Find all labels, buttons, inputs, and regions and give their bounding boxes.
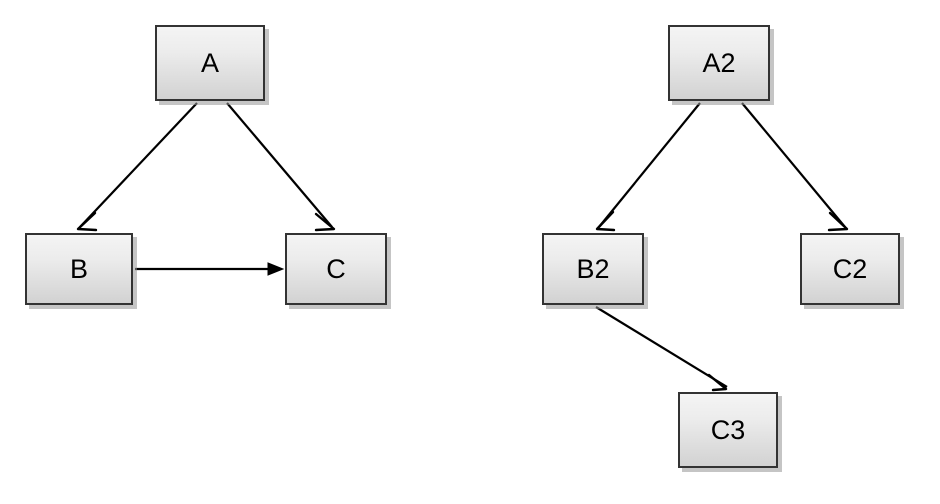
node-c-label: C: [326, 253, 346, 284]
node-c2[interactable]: C2: [800, 233, 900, 305]
edge-a2-to-c2-arrowhead: [827, 211, 849, 232]
node-c3[interactable]: C3: [678, 392, 778, 468]
edge-a2-to-b2-line: [598, 102, 701, 228]
node-c[interactable]: C: [285, 233, 387, 305]
node-b2[interactable]: B2: [542, 233, 644, 305]
node-b[interactable]: B: [25, 233, 133, 305]
edge-a-to-b[interactable]: [76, 102, 198, 232]
edge-a2-to-c2-line: [741, 102, 846, 228]
node-a[interactable]: A: [155, 25, 265, 101]
node-c2-label: C2: [832, 253, 868, 284]
edge-a2-to-b2-arrowhead: [595, 210, 616, 232]
edge-a2-to-b2[interactable]: [595, 102, 701, 232]
edge-a-to-c[interactable]: [226, 102, 336, 232]
edge-b2-to-c3-line: [595, 306, 728, 388]
edge-a2-to-c2[interactable]: [741, 102, 849, 232]
edge-a-to-b-line: [79, 102, 198, 228]
edge-a-to-c-line: [226, 102, 333, 228]
edge-a-to-b-arrowhead: [76, 211, 98, 232]
edge-b-to-c-arrowhead: [267, 262, 285, 276]
node-a2-label: A2: [702, 47, 736, 78]
edge-b2-to-c3[interactable]: [595, 306, 728, 392]
node-a2[interactable]: A2: [668, 25, 770, 101]
edge-a-to-c-arrowhead: [314, 212, 336, 232]
node-a-label: A: [200, 47, 219, 78]
node-b-label: B: [69, 253, 88, 284]
node-b2-label: B2: [576, 253, 610, 284]
node-c3-label: C3: [710, 414, 746, 445]
edge-b-to-c[interactable]: [135, 262, 285, 276]
edge-group-left: [76, 102, 336, 276]
edge-group-right: [595, 102, 849, 392]
edge-b2-to-c3-arrowhead: [707, 373, 728, 392]
